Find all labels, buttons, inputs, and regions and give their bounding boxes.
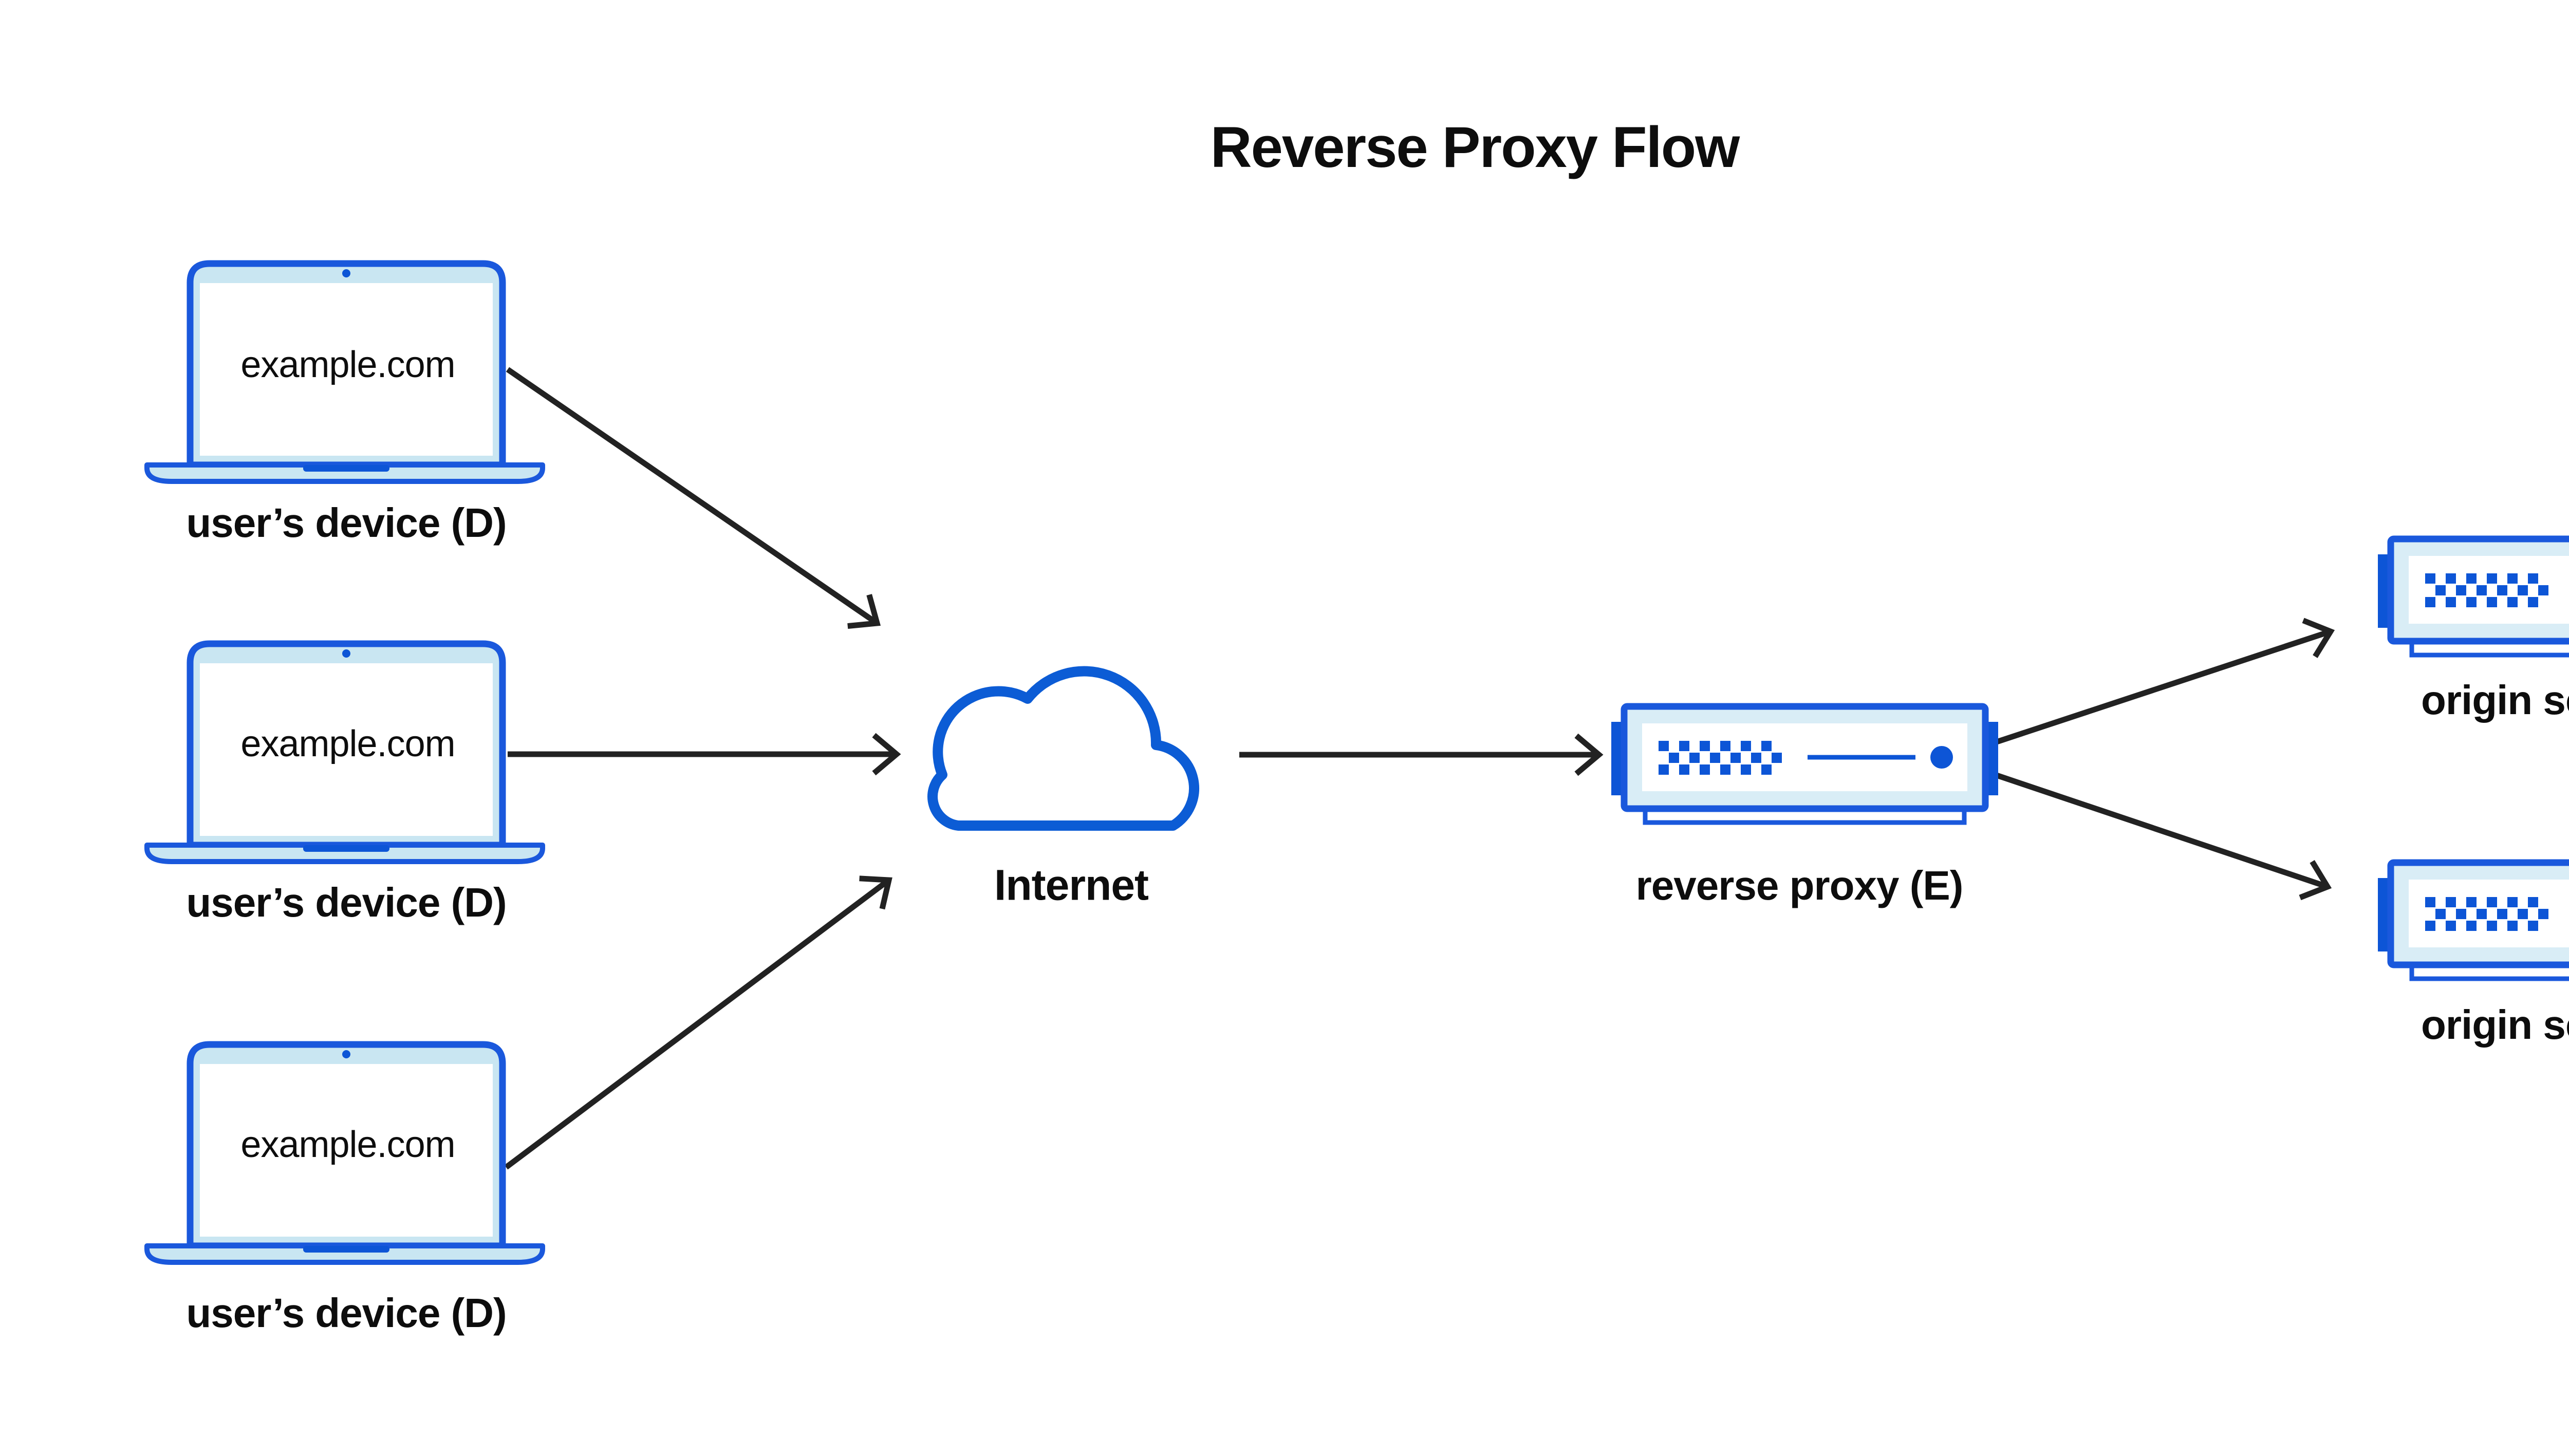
device-label: user’s device (D) — [186, 1290, 507, 1336]
arrow-proxy-to-origin2 — [1994, 772, 2332, 901]
server-icon — [2378, 863, 2569, 979]
device-label: user’s device (D) — [186, 500, 507, 546]
origin-server-label: origin server (F) — [2421, 1002, 2569, 1048]
server-icon — [2378, 539, 2569, 655]
arrow-proxy-to-origin1 — [1994, 618, 2335, 745]
device-label: user’s device (D) — [186, 880, 507, 925]
device-screen-url: example.com — [240, 344, 455, 385]
reverse-proxy-label: reverse proxy (E) — [1635, 863, 1964, 908]
internet-label: Internet — [994, 861, 1149, 909]
cloud-icon — [927, 666, 1199, 831]
device-screen-url: example.com — [240, 1124, 455, 1165]
flow-arrows — [504, 367, 2335, 1170]
arrow-device3-to-internet — [504, 875, 892, 1170]
arrow-device1-to-internet — [506, 367, 881, 629]
diagram-title: Reverse Proxy Flow — [1210, 115, 1740, 179]
device-screen-url: example.com — [240, 723, 455, 764]
origin-server-label: origin server (F) — [2421, 677, 2569, 723]
server-icon — [1611, 706, 1998, 823]
